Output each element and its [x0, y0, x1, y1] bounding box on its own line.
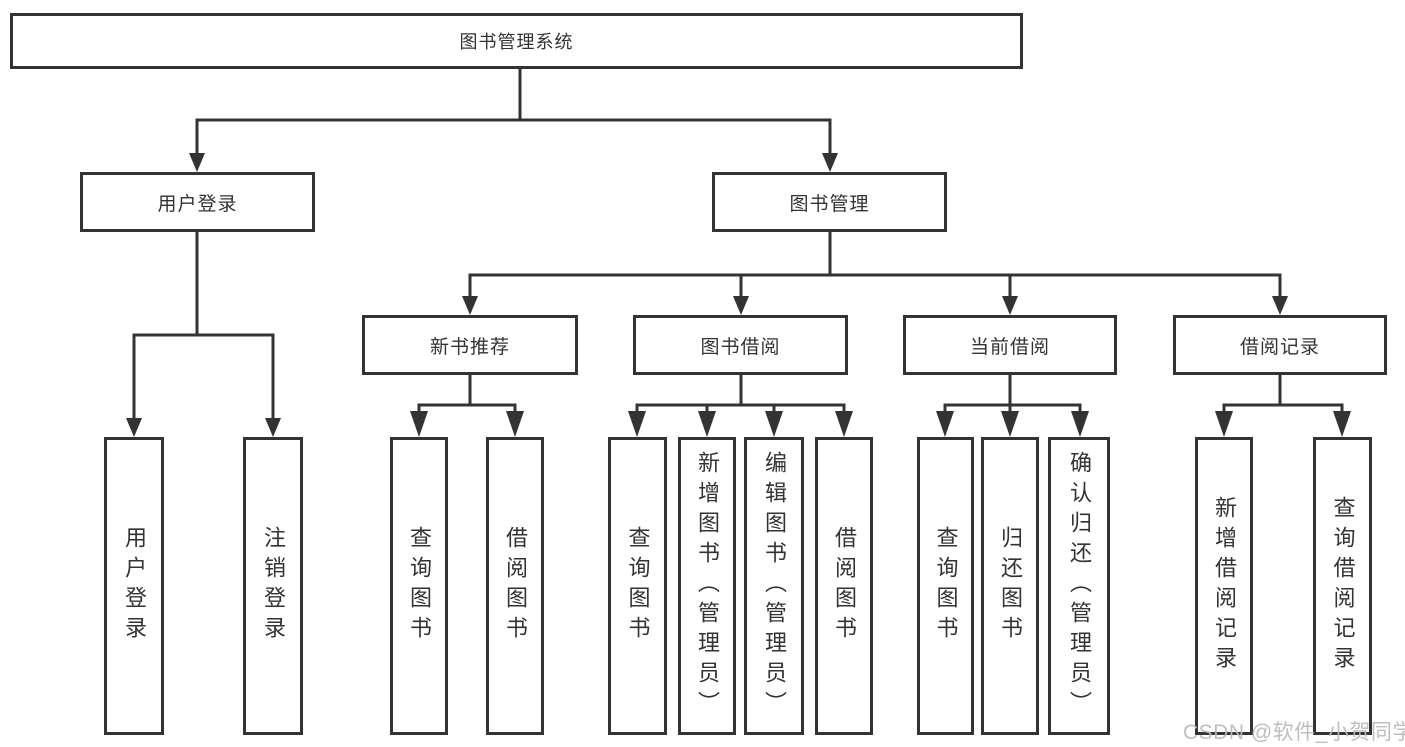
connector-borrow-records-to-leaves: [1215, 373, 1351, 437]
leaf-borrow-books-recommend: 借阅图书: [486, 437, 544, 735]
node-book-management: 图书管理: [712, 172, 947, 232]
leaf-query-books-current: 查询图书: [917, 437, 974, 735]
leaf-edit-books-admin: 编辑图书（管理员）: [744, 437, 804, 735]
leaf-label: 新增借阅记录: [1212, 496, 1237, 676]
node-borrow-records: 借阅记录: [1173, 315, 1387, 375]
node-user-login: 用户登录: [80, 172, 315, 232]
leaf-label: 确认归还（管理员）: [1067, 451, 1092, 721]
leaf-query-books-recommend: 查询图书: [390, 437, 448, 735]
leaf-label: 注销登录: [261, 526, 286, 646]
connector-current-borrow-to-leaves: [936, 373, 1089, 437]
leaf-label: 借阅图书: [832, 526, 857, 646]
leaf-user-login: 用户登录: [104, 437, 164, 735]
connector-book-borrow-to-leaves: [628, 373, 853, 437]
node-label: 图书借阅: [700, 336, 781, 358]
node-label: 图书管理系统: [459, 32, 574, 52]
node-label: 当前借阅: [969, 336, 1050, 358]
node-label: 新书推荐: [429, 336, 510, 358]
leaf-label: 用户登录: [122, 526, 147, 646]
node-current-borrow: 当前借阅: [903, 315, 1117, 375]
node-label: 借阅记录: [1239, 336, 1320, 358]
leaf-confirm-return-admin: 确认归还（管理员）: [1048, 437, 1110, 735]
leaf-label: 归还图书: [998, 526, 1023, 646]
leaf-add-books-admin: 新增图书（管理员）: [678, 437, 736, 735]
leaf-label: 查询图书: [933, 526, 959, 646]
connector-book-management-to-level3: [462, 230, 1288, 315]
csdn-watermark: CSDN @软件_小贺同学: [1183, 721, 1405, 744]
leaf-query-borrow-record: 查询借阅记录: [1313, 437, 1372, 735]
leaf-label: 查询图书: [625, 526, 651, 646]
node-new-book-recommend: 新书推荐: [362, 315, 578, 375]
connector-user-login-to-leaves: [126, 230, 281, 437]
node-label: 图书管理: [789, 193, 870, 215]
leaf-label: 查询图书: [407, 526, 432, 646]
connector-new-book-recommend-to-leaves: [410, 373, 524, 437]
leaf-label: 新增图书（管理员）: [695, 451, 720, 721]
leaf-label: 借阅图书: [503, 526, 528, 646]
leaf-add-borrow-record: 新增借阅记录: [1195, 437, 1253, 735]
node-book-borrow: 图书借阅: [633, 315, 848, 375]
leaf-label: 查询借阅记录: [1330, 496, 1356, 676]
leaf-return-books: 归还图书: [981, 437, 1039, 735]
leaf-label: 编辑图书（管理员）: [762, 451, 787, 721]
leaf-query-books-borrow: 查询图书: [608, 437, 667, 735]
leaf-borrow-books-borrow: 借阅图书: [815, 437, 873, 735]
node-label: 用户登录: [157, 193, 238, 215]
connector-root-to-level2: [189, 67, 838, 172]
node-library-management-system: 图书管理系统: [10, 13, 1023, 69]
leaf-logout: 注销登录: [243, 437, 303, 735]
